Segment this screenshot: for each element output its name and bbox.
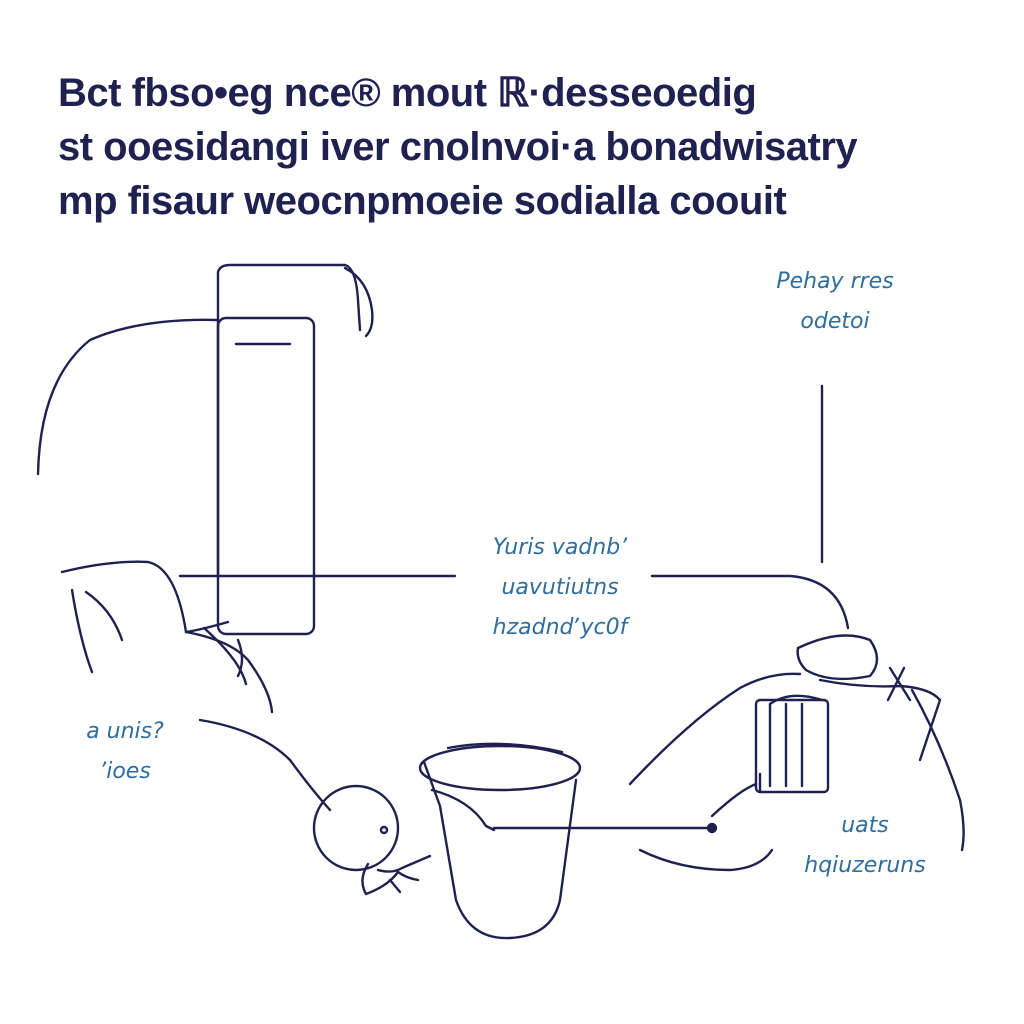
round-figure-sketch	[312, 784, 432, 896]
diagram-heading: Bct fbso•eg nce® mout ℝ·desseoedig st oo…	[58, 66, 978, 228]
callout-bottom-right-line-1: uats	[841, 813, 889, 838]
callout-center-line-2: uavutiutns	[501, 575, 619, 600]
device-back-outline	[216, 263, 362, 332]
cup-sketch	[418, 742, 582, 940]
heading-line-1: Bct fbso•eg nce® mout ℝ·desseoedig	[58, 71, 757, 115]
left-hand-sketch	[60, 560, 274, 714]
callout-bottom-right-line-2: hqiuzeruns	[804, 853, 926, 878]
callout-center-line-3: hzadndʼyc0f	[492, 615, 628, 640]
callout-left: a unis? ’ioes	[55, 712, 195, 792]
heading-line-3: mp fisaur weocnpmoeie sodialla coouit	[58, 179, 787, 223]
callout-left-line-2: ’ioes	[99, 759, 151, 784]
callout-center: Yuris vadnb’ uavutiutns hzadndʼyc0f	[440, 528, 680, 648]
left-arc-line	[36, 318, 220, 476]
device-front-outline	[216, 316, 316, 636]
device-sketch	[216, 263, 374, 636]
device-corner-fold	[343, 266, 374, 338]
callout-top-right: Pehay rres odetoi	[745, 262, 925, 342]
callout-top-right-line-1: Pehay rres	[776, 269, 894, 294]
table-line-right	[650, 574, 850, 630]
callout-left-line-1: a unis?	[86, 719, 164, 744]
connector-dot	[706, 822, 718, 834]
heading-line-2: st ooesidangi iver cnolnvoi·a bonadwisat…	[58, 125, 858, 169]
callout-bottom-right: uats hqiuzeruns	[760, 806, 970, 886]
left-cable	[198, 718, 332, 812]
callout-top-right-line-2: odetoi	[800, 309, 870, 334]
callout-center-line-1: Yuris vadnb’	[492, 535, 628, 560]
right-hand-sketch	[628, 634, 965, 872]
